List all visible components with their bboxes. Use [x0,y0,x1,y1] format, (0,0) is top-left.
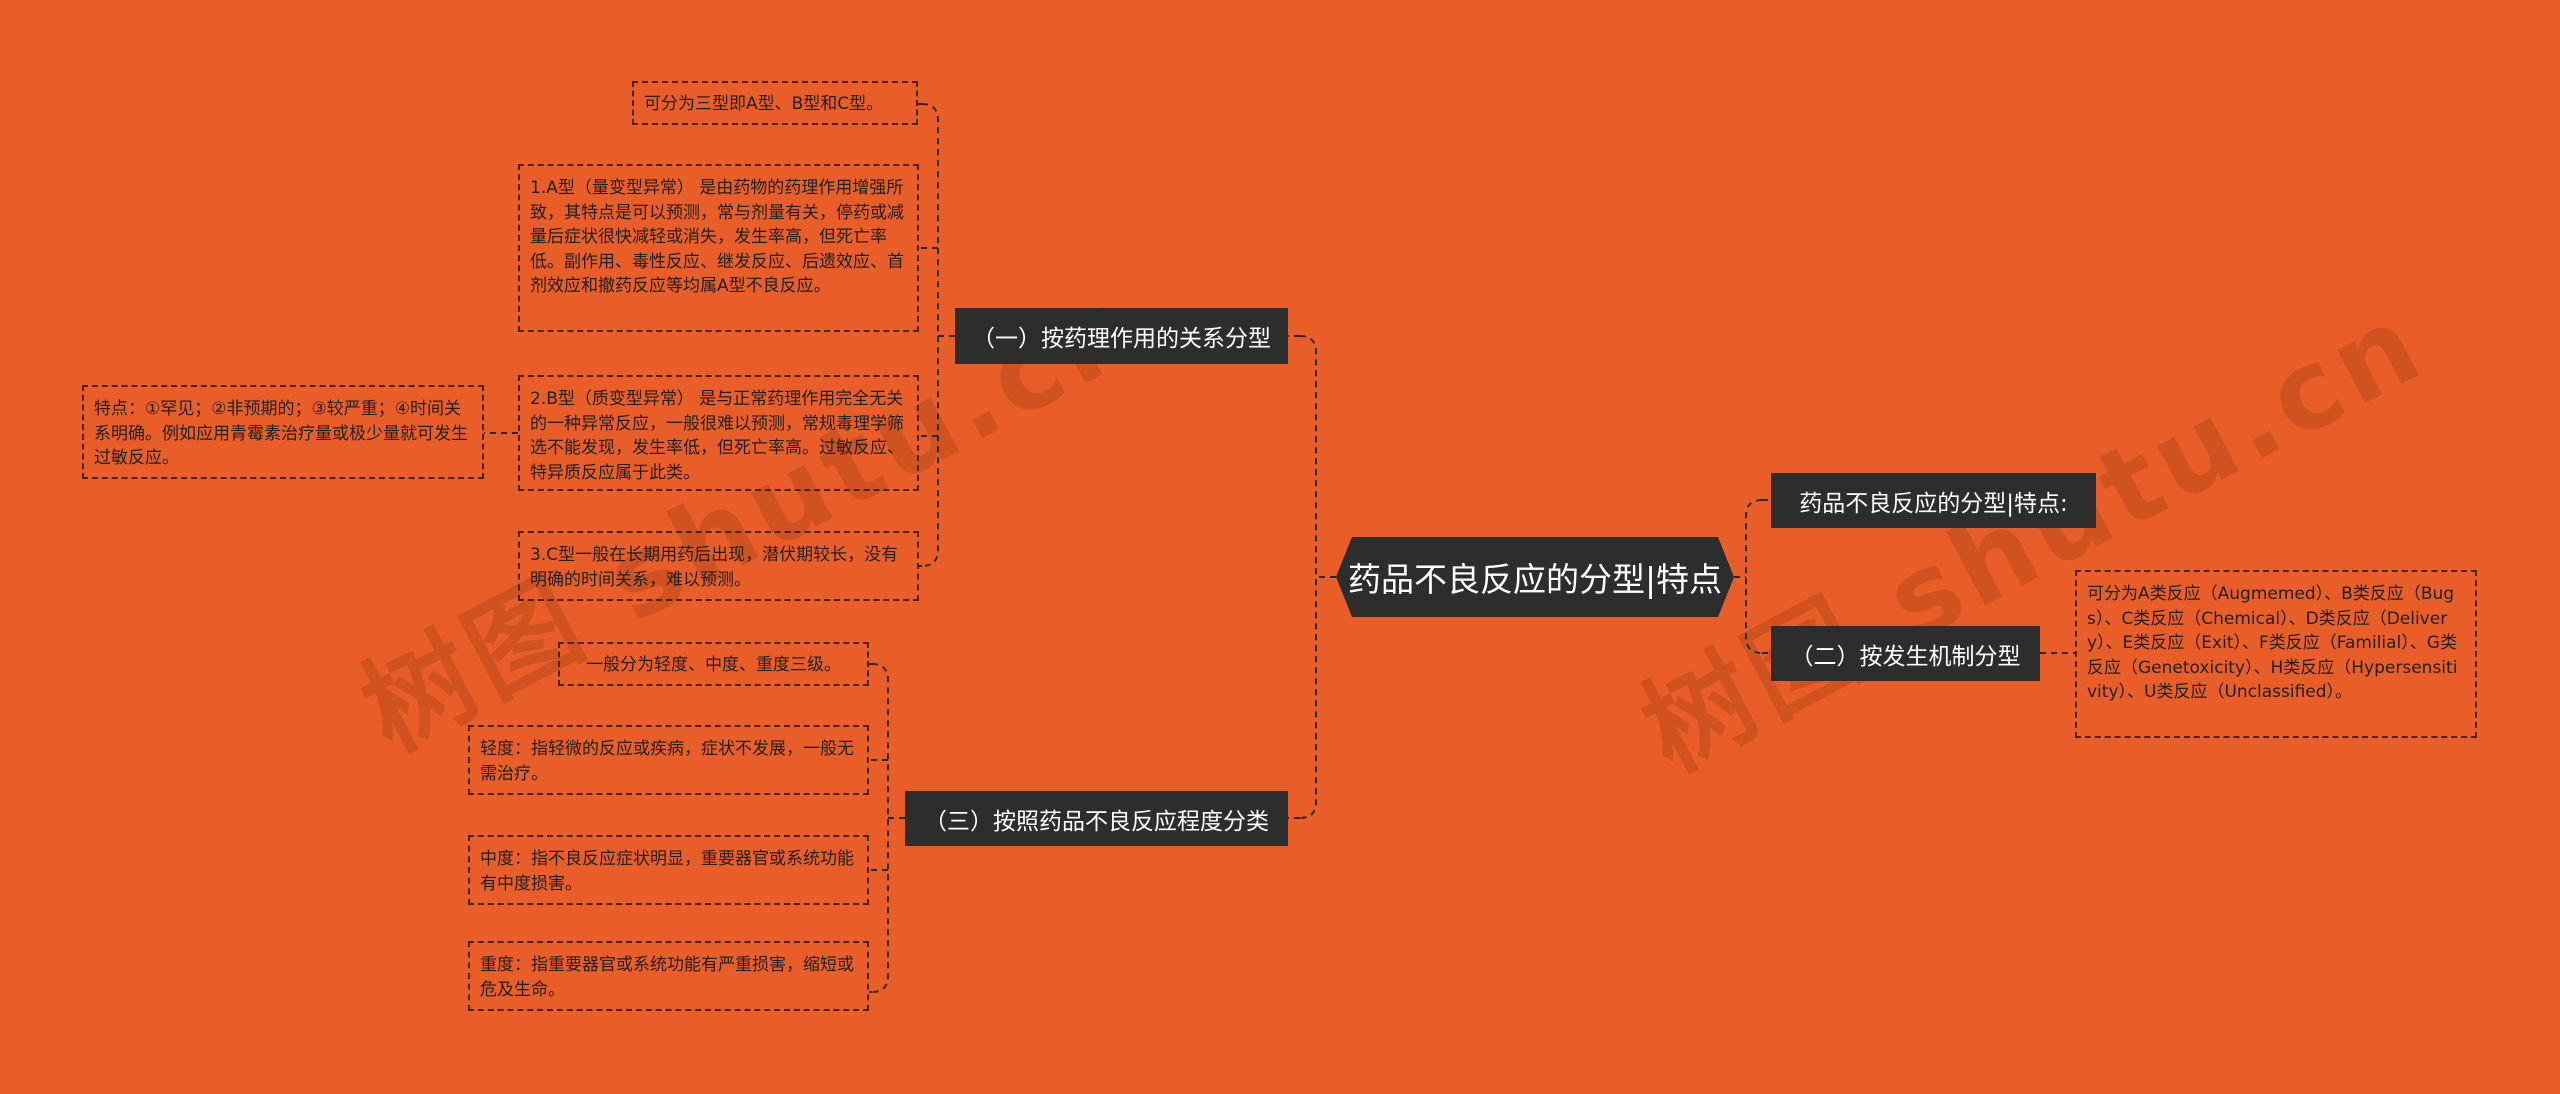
leaf-type-b-features[interactable]: 特点：①罕见；②非预期的；③较严重；④时间关系明确。例如应用青霉素治疗量或极少量… [82,385,484,479]
connector-right-trunk [1745,499,1763,654]
root-topic[interactable]: 药品不良反应的分型|特点 [1336,537,1734,617]
leaf-moderate[interactable]: 中度：指不良反应症状明显，重要器官或系统功能有中度损害。 [468,835,869,905]
leaf-mild[interactable]: 轻度：指轻微的反应或疾病，症状不发展，一般无需治疗。 [468,725,869,795]
leaf-severe[interactable]: 重度：指重要器官或系统功能有严重损害，缩短或危及生命。 [468,941,869,1011]
leaf-mechanism-classes[interactable]: 可分为A类反应（Augmemed）、B类反应（Bugs）、C类反应（Chemic… [2075,570,2477,738]
leaf-type-a[interactable]: 1.A型（量变型异常） 是由药物的药理作用增强所致，其特点是可以预测，常与剂量有… [518,164,919,332]
branch-mechanism-type[interactable]: （二）按发生机制分型 [1771,626,2040,681]
branch-pharmacology-type[interactable]: （一）按药理作用的关系分型 [955,308,1288,364]
branch-heading[interactable]: 药品不良反应的分型|特点: [1771,473,2096,528]
leaf-type-b[interactable]: 2.B型（质变型异常） 是与正常药理作用完全无关的一种异常反应，一般很难以预测，… [518,375,919,491]
connector-left-trunk [1299,335,1317,819]
connector-b1-trunk [921,103,939,567]
leaf-three-grades[interactable]: 一般分为轻度、中度、重度三级。 [558,642,869,686]
connector-b2-trunk [871,663,889,993]
leaf-type-c[interactable]: 3.C型一般在长期用药后出现，潜伏期较长，没有明确的时间关系，难以预测。 [518,531,919,601]
leaf-three-types[interactable]: 可分为三型即A型、B型和C型。 [632,81,918,125]
branch-severity-type[interactable]: （三）按照药品不良反应程度分类 [905,791,1288,846]
